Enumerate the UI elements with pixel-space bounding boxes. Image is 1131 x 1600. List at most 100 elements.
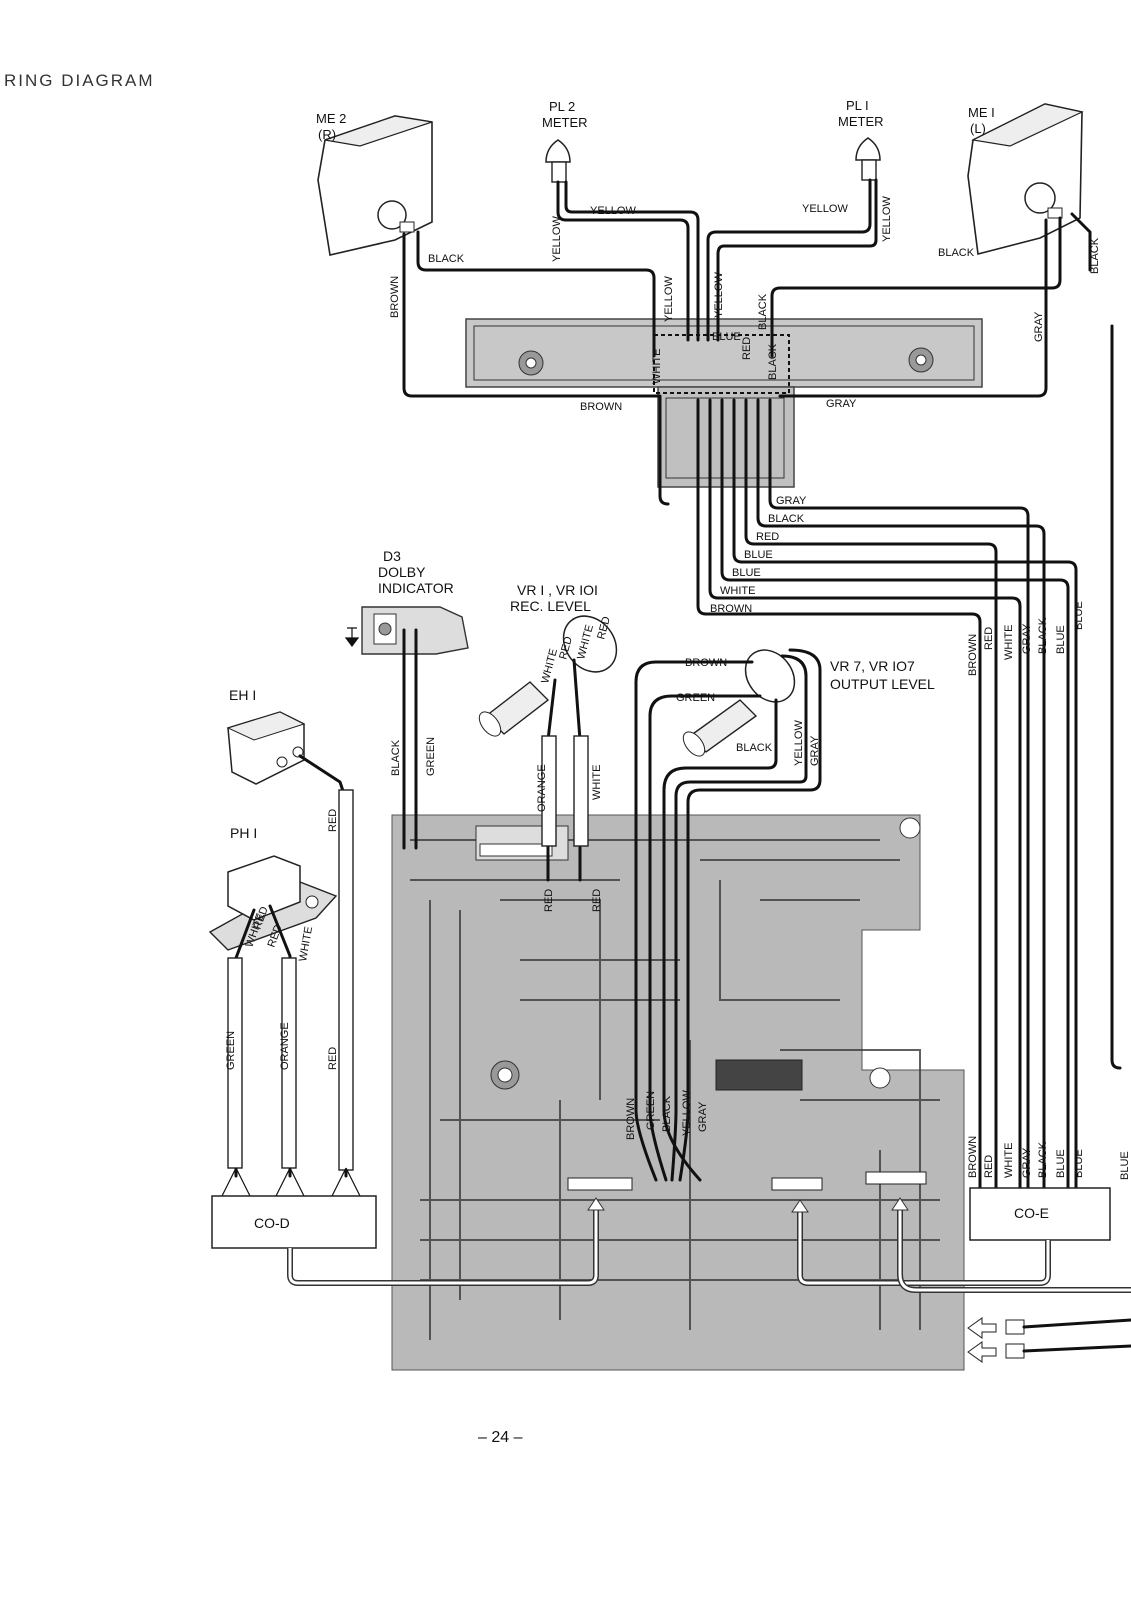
d3-wire-green: GREEN xyxy=(425,737,437,776)
me1-label: ME I xyxy=(968,105,995,120)
vr1-wire-white: WHITE xyxy=(591,765,603,800)
wire-label-gray-board: GRAY xyxy=(826,398,857,410)
page-number: – 24 – xyxy=(478,1429,523,1446)
top-wires xyxy=(402,178,1092,506)
wire-label-yellow-v4: YELLOW xyxy=(713,272,725,318)
coe-upper-brown: BROWN xyxy=(967,634,979,676)
wire-label-black-v2: BLACK xyxy=(1089,237,1101,274)
coe-upper-blue2: BLUE xyxy=(1073,601,1085,630)
d3-wire-black: BLACK xyxy=(390,739,402,776)
cod-wire-green: GREEN xyxy=(225,1031,237,1070)
co-e-label: CO-E xyxy=(1014,1205,1049,1221)
vr1-wire-red-top2: RED xyxy=(595,615,613,641)
vr1-sub: REC. LEVEL xyxy=(510,598,591,614)
cod-wire-red: RED xyxy=(327,1047,339,1070)
wire-label-black-me2: BLACK xyxy=(428,253,465,265)
vr1-wire-red-top: RED xyxy=(557,635,575,661)
vr7-sub: OUTPUT LEVEL xyxy=(830,676,935,692)
coe-upper-black: BLACK xyxy=(1037,617,1049,654)
eh1-wire-red-upper: RED xyxy=(327,809,339,832)
wire-label-yellow-v2: YELLOW xyxy=(881,196,893,242)
co-d-connector: CO-D xyxy=(211,1167,605,1286)
wire-label-yellow-v1: YELLOW xyxy=(551,216,563,262)
vr1-wire-orange: ORANGE xyxy=(536,764,548,812)
me2-channel: (R) xyxy=(318,127,336,142)
ph1-label: PH I xyxy=(230,825,257,841)
lamp-pl2: PL 2 METER xyxy=(542,99,588,183)
coe-lower-blue2: BLUE xyxy=(1073,1149,1085,1178)
coe-upper-gray: GRAY xyxy=(1021,623,1033,654)
wire-label-brown-h: BROWN xyxy=(710,603,752,615)
vr1-wire-red-pcb: RED xyxy=(543,889,555,912)
vr7-wire-brown: BROWN xyxy=(685,657,727,669)
vr7-wire-gray: GRAY xyxy=(809,735,821,766)
wire-label-red-board: RED xyxy=(741,337,753,360)
vr7-output-level: VR 7, VR IO7 OUTPUT LEVEL xyxy=(634,648,935,1182)
wire-label-yellow-pl1: YELLOW xyxy=(802,203,848,215)
coe-lower-white: WHITE xyxy=(1003,1143,1015,1178)
wire-label-red-h: RED xyxy=(756,531,779,543)
pcb-wire-yellow: YELLOW xyxy=(681,1090,693,1136)
coe-lower-black: BLACK xyxy=(1037,1141,1049,1178)
me1-channel: (L) xyxy=(970,121,986,136)
harness-to-coe xyxy=(696,324,1122,1192)
wire-label-white-board: WHITE xyxy=(651,349,663,384)
pl1-sub: METER xyxy=(838,114,884,129)
vr7-name: VR 7, VR IO7 xyxy=(830,658,915,674)
wire-label-blue-board: BLUE xyxy=(712,331,741,343)
coe-lower-blue1: BLUE xyxy=(1055,1149,1067,1178)
vr7-wire-green: GREEN xyxy=(676,692,715,704)
wire-label-blue-h1: BLUE xyxy=(744,549,773,561)
co-d-label: CO-D xyxy=(254,1215,290,1231)
page-header-title: RING DIAGRAM xyxy=(4,71,155,90)
pcb-wire-gray: GRAY xyxy=(697,1101,709,1132)
wire-label-black-h: BLACK xyxy=(768,513,805,525)
wire-label-brown-v: BROWN xyxy=(389,276,401,318)
me2-label: ME 2 xyxy=(316,111,346,126)
d3-name: D3 xyxy=(383,548,401,564)
wire-label-black-v1: BLACK xyxy=(757,293,769,330)
vr1-wire-white-top: WHITE xyxy=(539,647,560,684)
pl2-sub: METER xyxy=(542,115,588,130)
meter-board xyxy=(465,318,983,488)
ph1-wire-white2: WHITE xyxy=(297,926,315,963)
coe-upper-blue1: BLUE xyxy=(1055,625,1067,654)
eh1-erase-head: EH I xyxy=(226,687,354,1178)
wire-label-black-board: BLACK xyxy=(767,343,779,380)
d3-dolby-indicator: D3 DOLBY INDICATOR xyxy=(344,548,469,850)
vr7-wire-black: BLACK xyxy=(736,742,773,754)
vr1-name: VR I , VR IOI xyxy=(517,582,598,598)
wire-label-white-h: WHITE xyxy=(720,585,755,597)
co-e-connector: CO-E xyxy=(791,1187,1131,1293)
wire-label-brown-board: BROWN xyxy=(580,401,622,413)
ph1-playback-head: PH I xyxy=(208,825,338,1178)
wire-label-gray-v: GRAY xyxy=(1033,311,1045,342)
main-pcb xyxy=(391,814,965,1371)
wire-label-yellow-pl2: YELLOW xyxy=(590,205,636,217)
coe-lower-gray: GRAY xyxy=(1021,1147,1033,1178)
lamp-pl1: PL I METER xyxy=(838,98,884,181)
pl1-label: PL I xyxy=(846,98,869,113)
coe-lower-brown: BROWN xyxy=(967,1136,979,1178)
vr1-rec-level: VR I , VR IOI REC. LEVEL xyxy=(478,582,618,882)
pcb-wire-green: GREEN xyxy=(645,1091,657,1130)
coe-lower-blue3: BLUE xyxy=(1119,1151,1131,1180)
d3-line2: DOLBY xyxy=(378,564,426,580)
meter-me2: ME 2 (R) xyxy=(316,111,433,256)
cod-wire-orange: ORANGE xyxy=(279,1022,291,1070)
wire-label-gray-h: GRAY xyxy=(776,495,807,507)
d3-line3: INDICATOR xyxy=(378,580,454,596)
meter-me1: ME I (L) xyxy=(967,103,1084,256)
wire-label-blue-h2: BLUE xyxy=(732,567,761,579)
wire-label-yellow-v3: YELLOW xyxy=(663,276,675,322)
pcb-wire-brown: BROWN xyxy=(625,1098,637,1140)
power-terminals xyxy=(967,1317,1131,1363)
vr7-wire-yellow: YELLOW xyxy=(793,720,805,766)
pcb-wire-black: BLACK xyxy=(661,1095,673,1132)
pl2-label: PL 2 xyxy=(549,99,575,114)
coe-upper-white: WHITE xyxy=(1003,625,1015,660)
vr1-wire-red-pcb2: RED xyxy=(591,889,603,912)
eh1-label: EH I xyxy=(229,687,256,703)
wire-label-black-me1: BLACK xyxy=(938,247,975,259)
